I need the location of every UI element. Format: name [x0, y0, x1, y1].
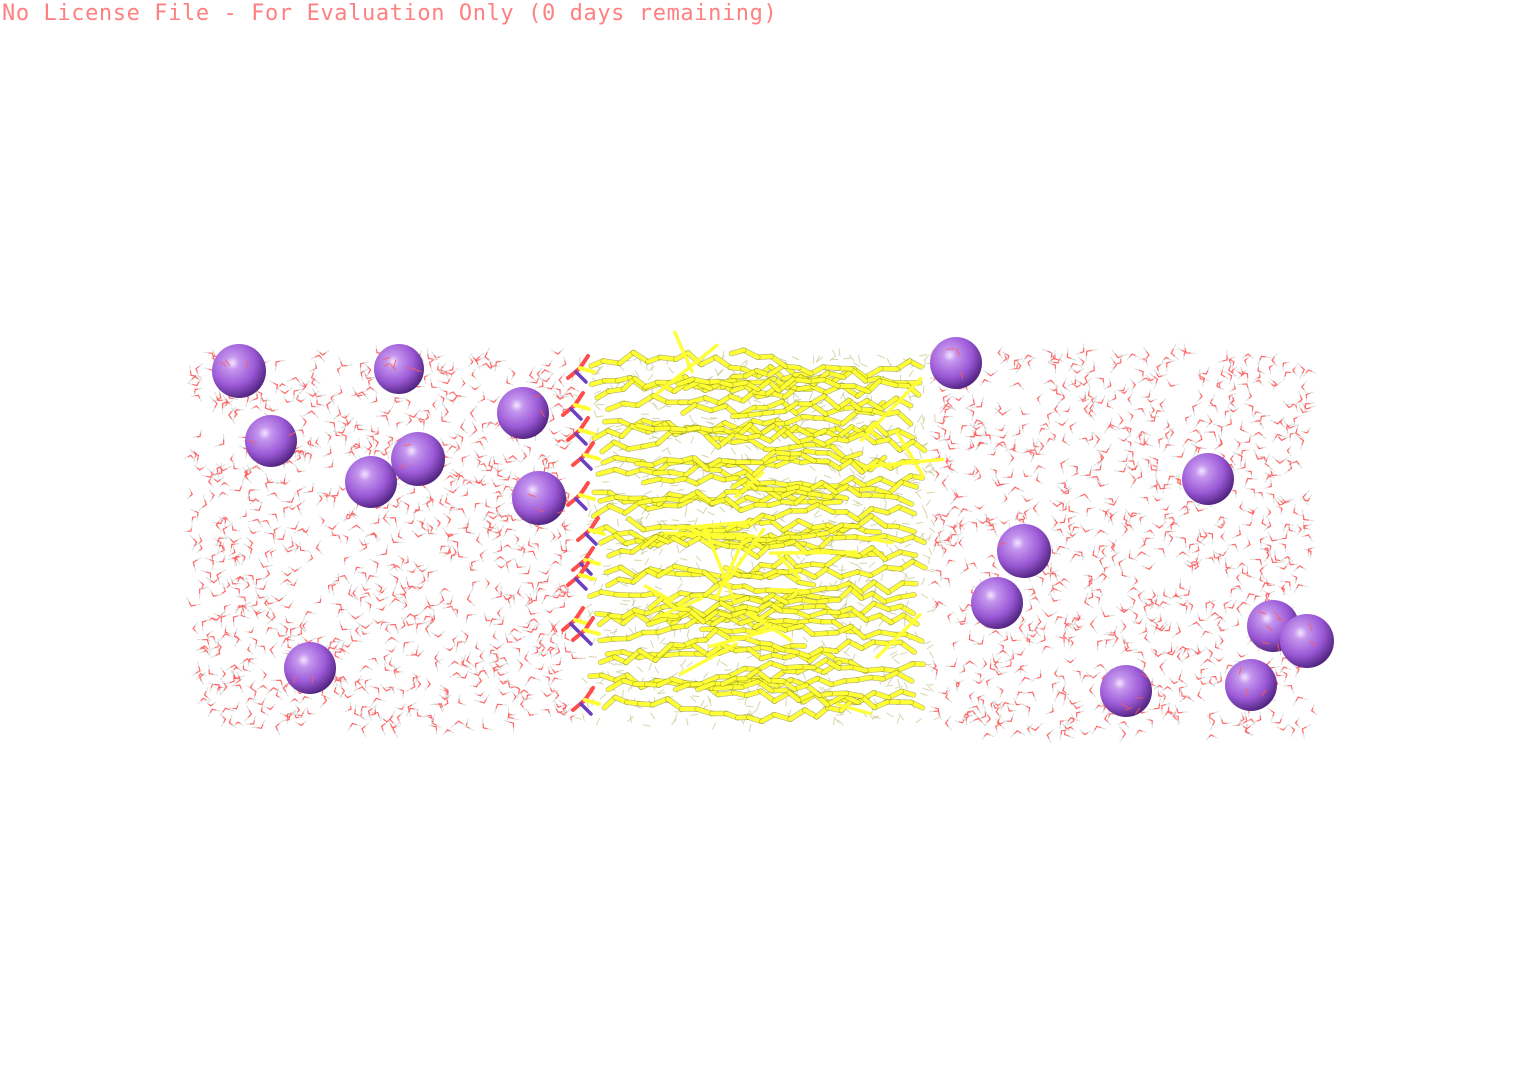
ion-spheres [212, 337, 1334, 717]
ion-sphere [284, 642, 336, 694]
ion-sphere [345, 456, 397, 508]
ion-sphere [971, 577, 1023, 629]
ion-sphere [1280, 614, 1334, 668]
ion-sphere [1182, 453, 1234, 505]
ion-sphere [1100, 665, 1152, 717]
ion-sphere [391, 432, 445, 486]
ion-sphere [930, 337, 982, 389]
ion-sphere [245, 415, 297, 467]
ion-sphere [374, 344, 424, 394]
ion-sphere [997, 524, 1051, 578]
water-molecules [184, 343, 1318, 744]
lipid-bilayer [561, 330, 945, 732]
ion-sphere [512, 471, 566, 525]
ion-sphere [212, 344, 266, 398]
license-notice: No License File - For Evaluation Only (0… [2, 1, 778, 26]
ion-sphere [497, 387, 549, 439]
ion-sphere [1225, 659, 1277, 711]
